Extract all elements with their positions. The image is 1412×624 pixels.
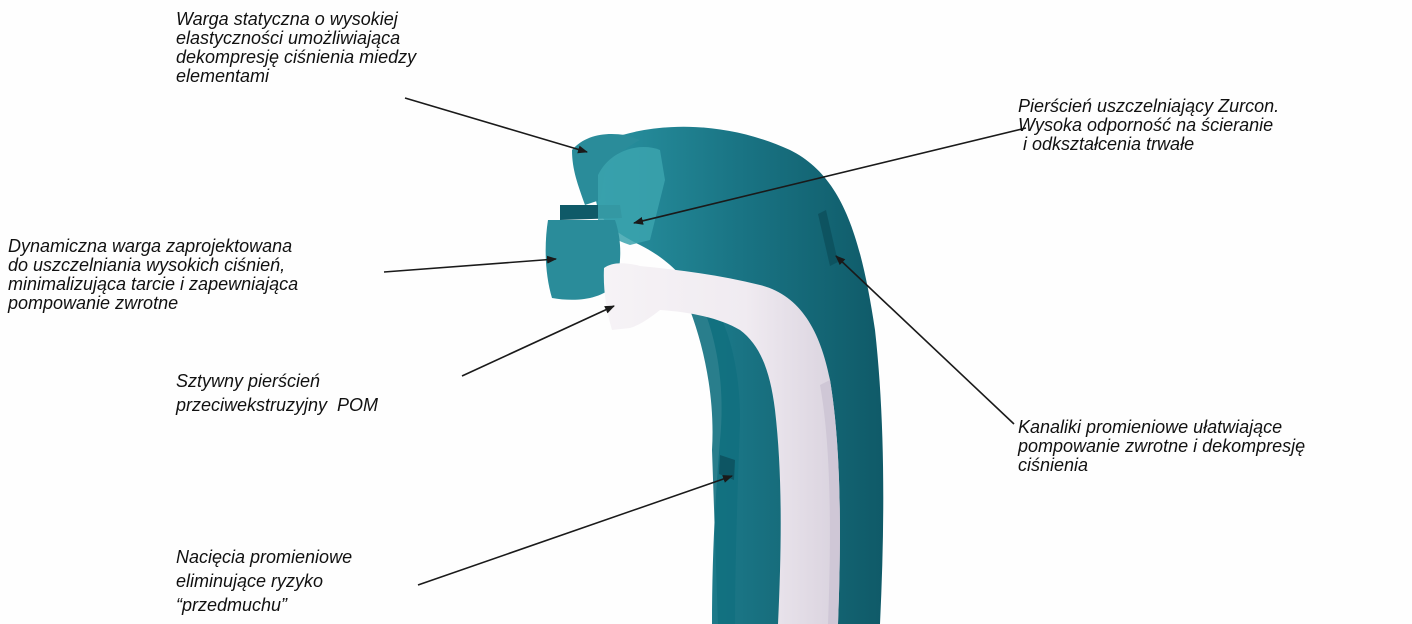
leader-radial-notches	[418, 476, 732, 585]
callout-line: minimalizująca tarcie i zapewniająca	[8, 275, 298, 294]
callout-line: Dynamiczna warga zaprojektowana	[8, 237, 298, 256]
callout-static-lip: Warga statyczna o wysokiej elastyczności…	[176, 10, 416, 86]
callout-line: elastyczności umożliwiająca	[176, 29, 416, 48]
callout-line: i odkształcenia trwałe	[1018, 135, 1279, 154]
callout-line: Sztywny pierścień	[176, 369, 378, 393]
callout-line: “przedmuchu”	[176, 593, 352, 617]
callout-line: Kanaliki promieniowe ułatwiające	[1018, 418, 1305, 437]
leader-static-lip	[405, 98, 587, 152]
callout-line: Pierścień uszczelniający Zurcon.	[1018, 97, 1279, 116]
callout-line: Wysoka odporność na ścieranie	[1018, 116, 1279, 135]
callout-radial-notches: Nacięcia promieniowe eliminujące ryzyko …	[176, 545, 352, 617]
callout-line: dekompresję ciśnienia miedzy	[176, 48, 416, 67]
callout-antiextrusion-ring: Sztywny pierścień przeciwekstruzyjny POM	[176, 369, 378, 417]
callout-line: Nacięcia promieniowe	[176, 545, 352, 569]
callout-line: pompowanie zwrotne	[8, 294, 298, 313]
callout-dynamic-lip: Dynamiczna warga zaprojektowana do uszcz…	[8, 237, 298, 313]
callout-sealing-ring: Pierścień uszczelniający Zurcon. Wysoka …	[1018, 97, 1279, 154]
leader-dynamic-lip	[384, 259, 556, 272]
callout-line: pompowanie zwrotne i dekompresję	[1018, 437, 1305, 456]
callout-line: Warga statyczna o wysokiej	[176, 10, 416, 29]
callout-line: ciśnienia	[1018, 456, 1305, 475]
callout-line: przeciwekstruzyjny POM	[176, 393, 378, 417]
callout-line: elementami	[176, 67, 416, 86]
callout-radial-channels: Kanaliki promieniowe ułatwiające pompowa…	[1018, 418, 1305, 475]
callout-line: eliminujące ryzyko	[176, 569, 352, 593]
leader-antiextrusion	[462, 306, 614, 376]
callout-line: do uszczelniania wysokich ciśnień,	[8, 256, 298, 275]
